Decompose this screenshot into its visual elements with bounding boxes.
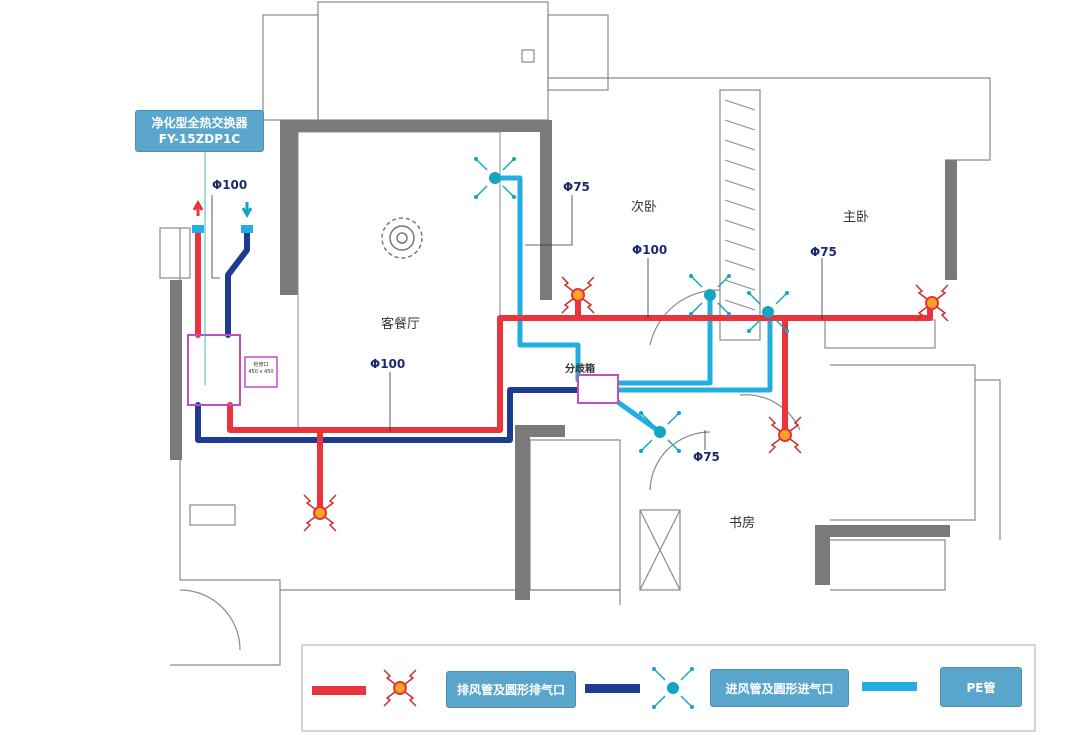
stair-lines bbox=[724, 99, 756, 311]
splitter-box-label: 分歧箱 bbox=[565, 364, 595, 375]
pipe-size-living-supply: Φ75 bbox=[563, 180, 590, 194]
thick-walls bbox=[170, 120, 957, 600]
legend-pe-label: PE管 bbox=[940, 667, 1022, 707]
legend-supply-swatch bbox=[585, 684, 640, 693]
supply-outlet-icon bbox=[638, 410, 682, 454]
heat-exchanger-unit bbox=[187, 334, 241, 406]
exhaust-arrow-icon bbox=[192, 199, 204, 216]
splitter-box bbox=[577, 374, 619, 404]
pe-pipe-master bbox=[612, 309, 773, 393]
pipe-size-main: Φ100 bbox=[212, 178, 248, 192]
room-study: 书房 bbox=[729, 516, 756, 531]
access-panel bbox=[244, 356, 278, 388]
walls bbox=[159, 1, 1001, 666]
supply-duct bbox=[195, 229, 583, 443]
access-panel-size: 450 x 450 bbox=[248, 369, 274, 375]
access-panel-label: 检修口 450 x 450 bbox=[246, 362, 276, 376]
pipe-size-second-bedroom: Φ100 bbox=[632, 243, 668, 257]
air-caps bbox=[192, 225, 253, 233]
exhaust-duct bbox=[195, 229, 933, 513]
access-panel-title: 检修口 bbox=[253, 362, 269, 368]
chandelier-icon bbox=[381, 217, 423, 259]
legend-pe-swatch bbox=[862, 682, 917, 691]
room-second-bedroom: 次卧 bbox=[631, 200, 658, 215]
legend-supply-label: 进风管及圆形进气口 bbox=[710, 669, 849, 707]
device-name: 净化型全热交换器 bbox=[151, 116, 248, 130]
pipe-size-study: Φ75 bbox=[693, 450, 720, 464]
intake-arrow-icon bbox=[241, 202, 253, 219]
device-model: FY-15ZDP1C bbox=[158, 132, 241, 146]
legend-exhaust-label: 排风管及圆形排气口 bbox=[446, 671, 576, 708]
living-room-outline bbox=[297, 131, 501, 431]
pe-pipe-second-bedroom bbox=[612, 292, 713, 386]
legend-exhaust-swatch bbox=[312, 686, 366, 695]
pe-pipe-study bbox=[609, 395, 663, 435]
device-label: 净化型全热交换器 FY-15ZDP1C bbox=[135, 110, 264, 152]
pipe-size-living: Φ100 bbox=[370, 357, 406, 371]
pipe-size-master: Φ75 bbox=[810, 245, 837, 259]
pe-pipe-living bbox=[492, 175, 581, 383]
room-master-bedroom: 主卧 bbox=[843, 210, 870, 225]
room-living-dining: 客餐厅 bbox=[381, 317, 421, 332]
